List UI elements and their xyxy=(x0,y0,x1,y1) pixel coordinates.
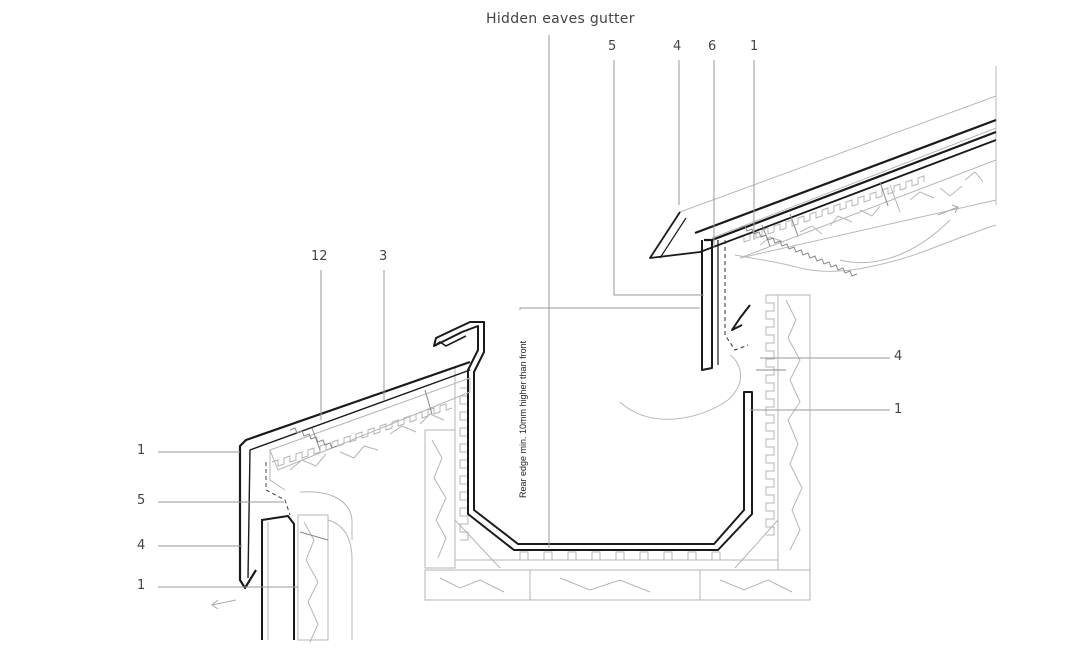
callout-right-1: 1 xyxy=(894,402,903,417)
callout-mid-12: 12 xyxy=(311,249,328,264)
gutter-front-lip xyxy=(433,335,467,347)
callout-left-5: 5 xyxy=(137,493,146,508)
callout-left-1b: 1 xyxy=(137,578,146,593)
left-flow-arrow xyxy=(211,599,237,610)
left-roof-sheet xyxy=(238,360,471,590)
right-roof-structure xyxy=(619,66,997,420)
callout-mid-3: 3 xyxy=(379,249,388,264)
callout-top-4: 4 xyxy=(673,39,682,54)
callout-left-4: 4 xyxy=(137,538,146,553)
left-roof-fasteners xyxy=(289,389,433,451)
callout-top-6: 6 xyxy=(708,39,717,54)
hidden-clip-dashed xyxy=(724,240,749,351)
callout-top-5: 5 xyxy=(608,39,617,54)
left-clip-dashed xyxy=(265,462,291,516)
right-wall xyxy=(765,294,811,571)
callout-top-1: 1 xyxy=(750,39,759,54)
callout-right-4: 4 xyxy=(894,349,903,364)
right-roof-sheet xyxy=(649,118,997,259)
callout-left-1a: 1 xyxy=(137,443,146,458)
left-wall-screw xyxy=(299,531,329,541)
right-roof-fasteners xyxy=(739,181,889,277)
diagram-title: Hidden eaves gutter xyxy=(486,11,635,27)
rear-edge-note: Rear edge min. 10mm higher than front xyxy=(518,340,528,498)
leader-lines xyxy=(158,35,890,588)
gutter-substrate xyxy=(424,368,811,601)
gutter-rear-flashing xyxy=(701,240,751,371)
left-wall-flashing xyxy=(261,514,295,640)
left-roof-structure xyxy=(269,377,471,540)
gutter-sheet xyxy=(433,321,753,551)
